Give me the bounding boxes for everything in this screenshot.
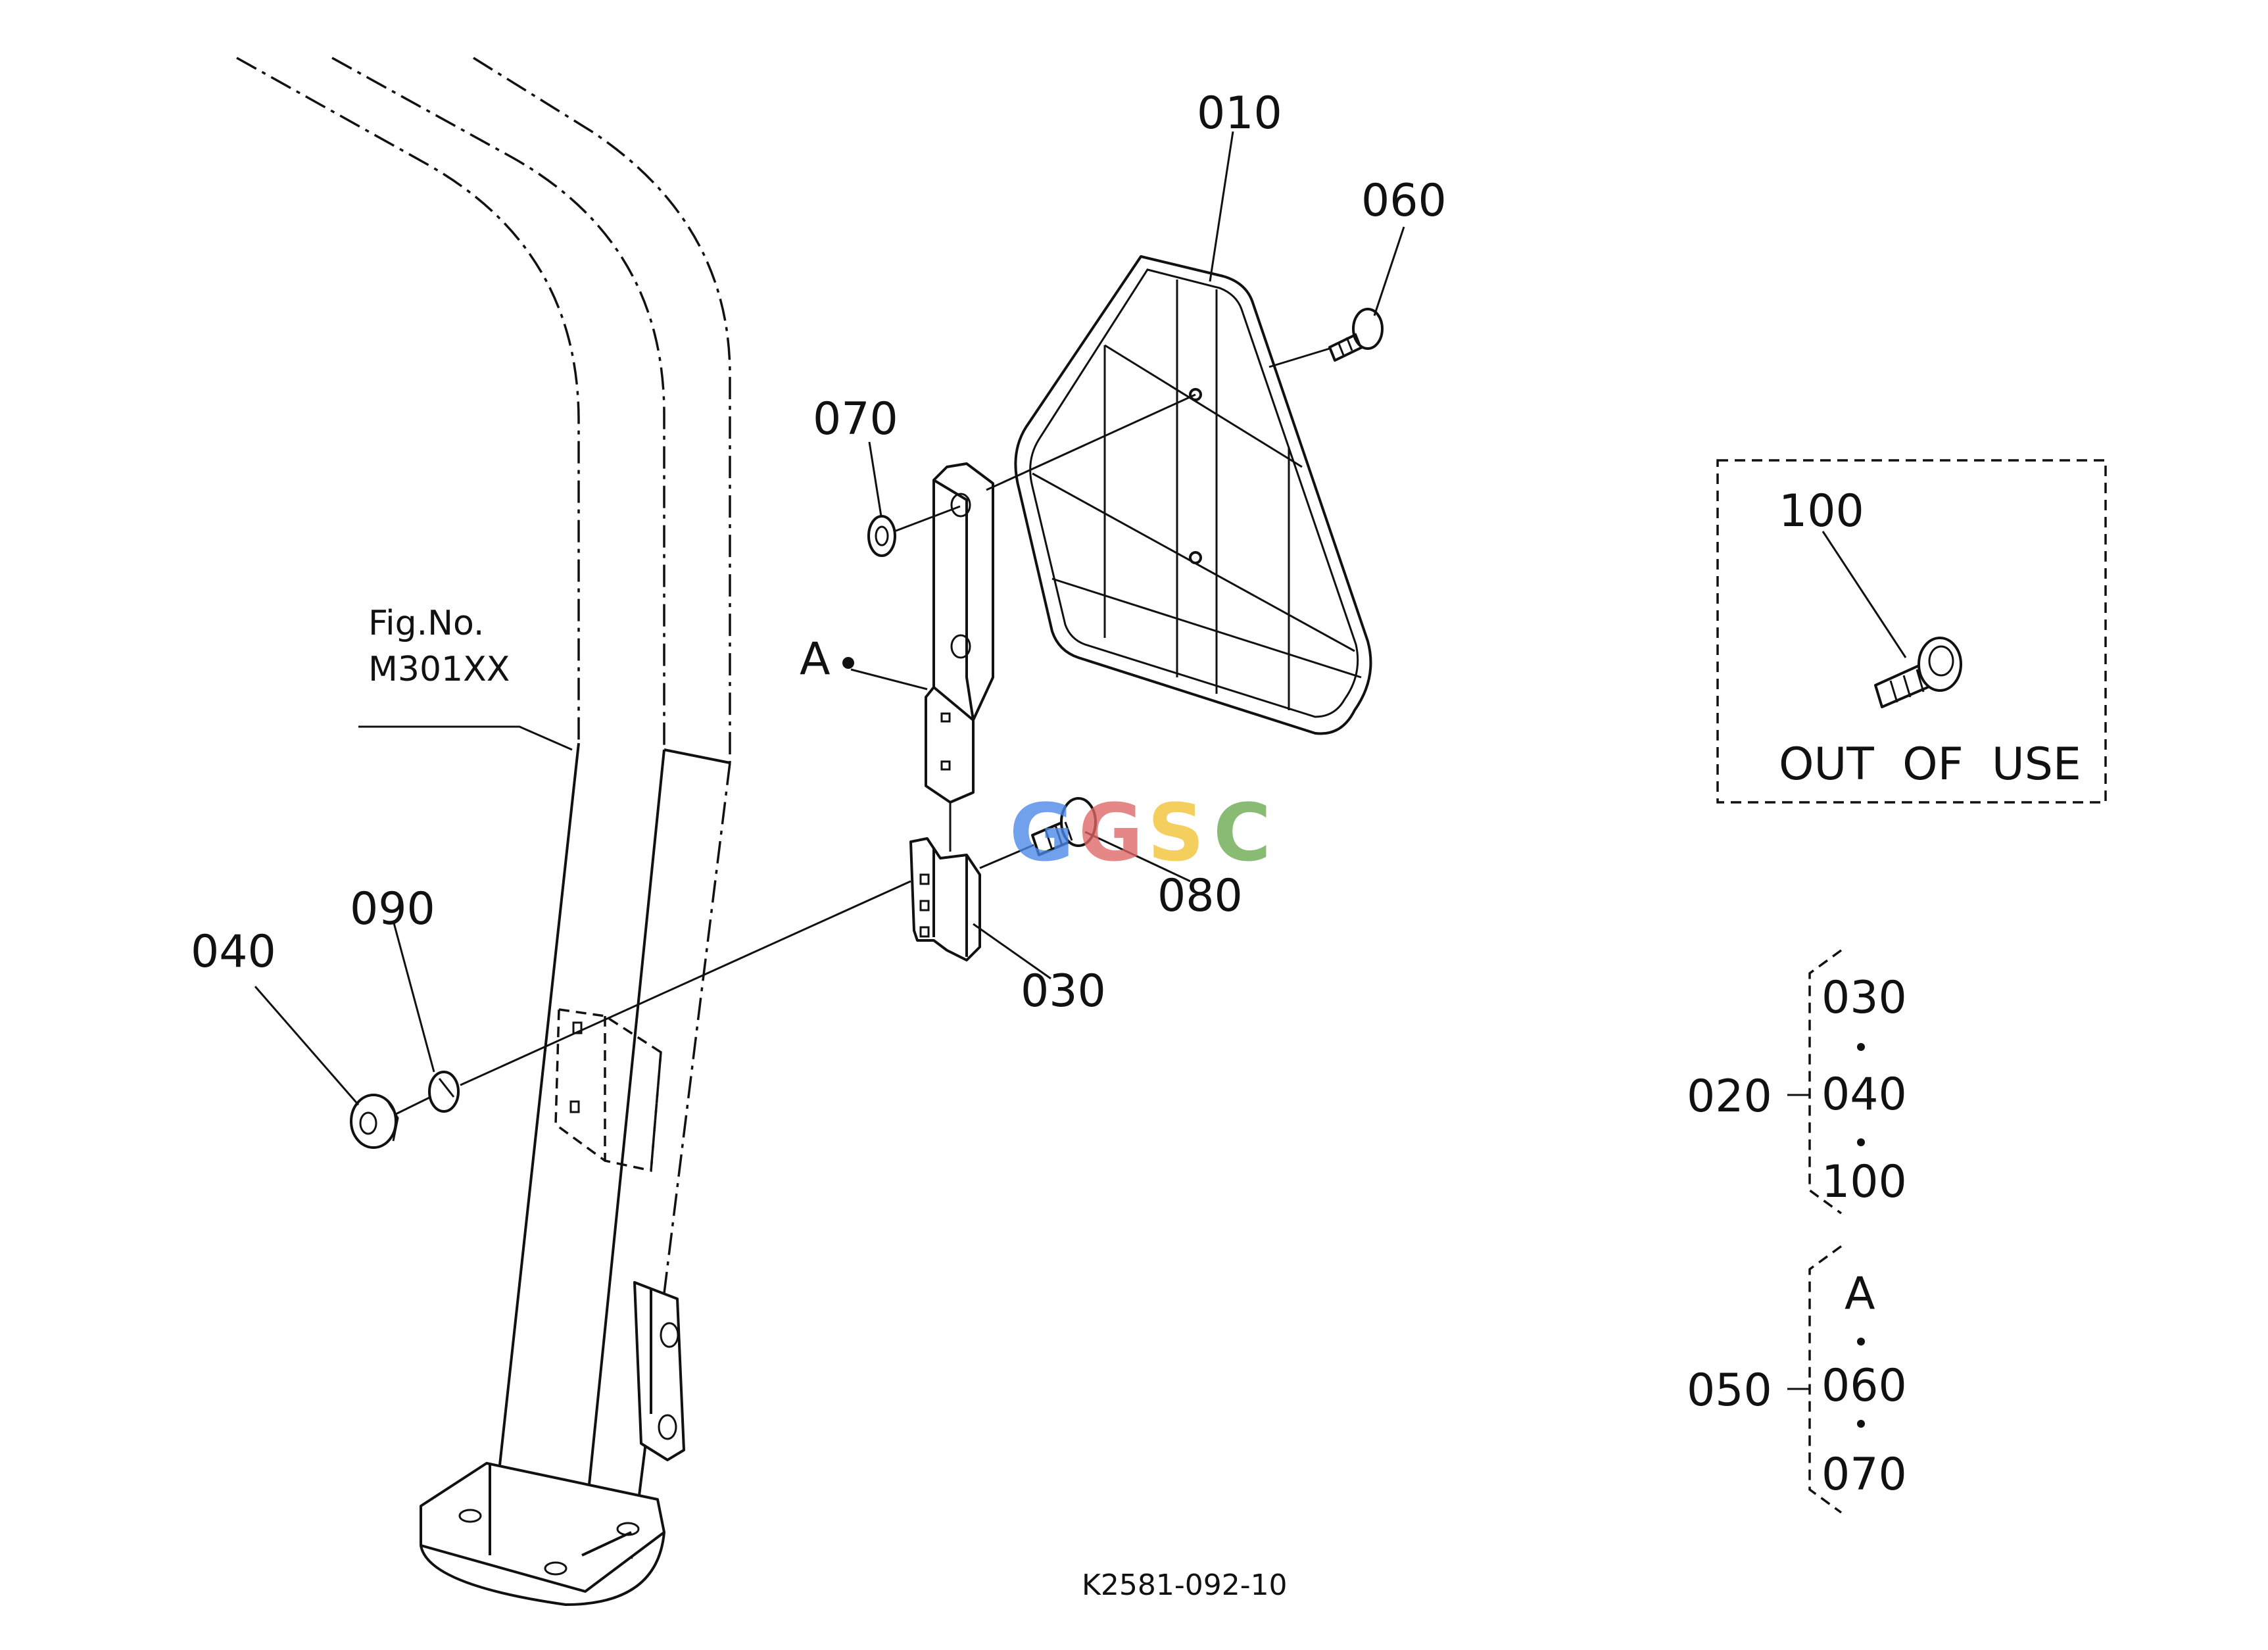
assembly-050-member-1: A — [1845, 1268, 1875, 1320]
separator-dot — [1857, 1138, 1865, 1146]
out-of-use-label: OUT OF USE — [1779, 739, 2081, 790]
assembly-020: 020 030 040 100 — [1687, 949, 1907, 1215]
fig-number: M301XX — [368, 650, 510, 689]
callout-a: A — [800, 633, 831, 685]
lock-washer-090 — [428, 1071, 460, 1113]
callout-090: 090 — [350, 883, 435, 935]
separator-dot — [1857, 1043, 1865, 1051]
watermark-letter: C — [1213, 788, 1271, 879]
bolt-060 — [1328, 308, 1384, 362]
callout-070: 070 — [813, 393, 898, 445]
assembly-020-member-3: 100 — [1822, 1156, 1907, 1208]
callout-010: 010 — [1197, 87, 1282, 139]
fig-label: Fig.No. — [368, 604, 484, 643]
drawing-code: K2581-092-10 — [1082, 1568, 1288, 1602]
callout-060: 060 — [1361, 175, 1447, 227]
watermark-letter: G — [1009, 788, 1074, 879]
callout-030: 030 — [1021, 965, 1106, 1017]
callout-040: 040 — [191, 926, 276, 978]
frame-post — [420, 742, 731, 1607]
callout-080: 080 — [1157, 870, 1243, 922]
separator-dot — [1857, 1420, 1865, 1428]
bolt-100 — [1874, 637, 1962, 708]
mirror-010 — [1014, 255, 1372, 735]
assembly-020-member-1: 030 — [1822, 972, 1907, 1024]
leader-dot-a — [842, 657, 854, 669]
watermark-letter: G — [1078, 788, 1144, 879]
separator-dot — [1857, 1338, 1865, 1346]
assembly-020-id: 020 — [1687, 1071, 1772, 1123]
watermark-logo: G G S C — [1009, 788, 1271, 879]
assembly-050-id: 050 — [1687, 1365, 1772, 1417]
leader-lines — [254, 131, 1907, 1105]
bracket-a — [925, 462, 994, 804]
nut-040 — [350, 1094, 399, 1149]
assembly-050: 050 A 060 070 — [1687, 1245, 1907, 1514]
hidden-bracket — [554, 1007, 662, 1173]
callout-100: 100 — [1779, 485, 1864, 537]
nut-070 — [867, 515, 896, 557]
assembly-050-member-2: 060 — [1822, 1360, 1907, 1412]
assembly-020-member-2: 040 — [1822, 1069, 1907, 1121]
frame-post-phantom — [236, 57, 731, 1559]
callout-labels: 010 060 070 A 080 030 090 040 — [191, 87, 1447, 1017]
assembly-lines — [394, 347, 1330, 1116]
assembly-050-member-3: 070 — [1822, 1449, 1907, 1501]
figure-reference: Fig.No. M301XX — [368, 604, 510, 689]
out-of-use-box: 100 OUT OF USE — [1716, 459, 2107, 804]
holder-030 — [909, 837, 981, 961]
watermark-letter: S — [1147, 788, 1204, 879]
